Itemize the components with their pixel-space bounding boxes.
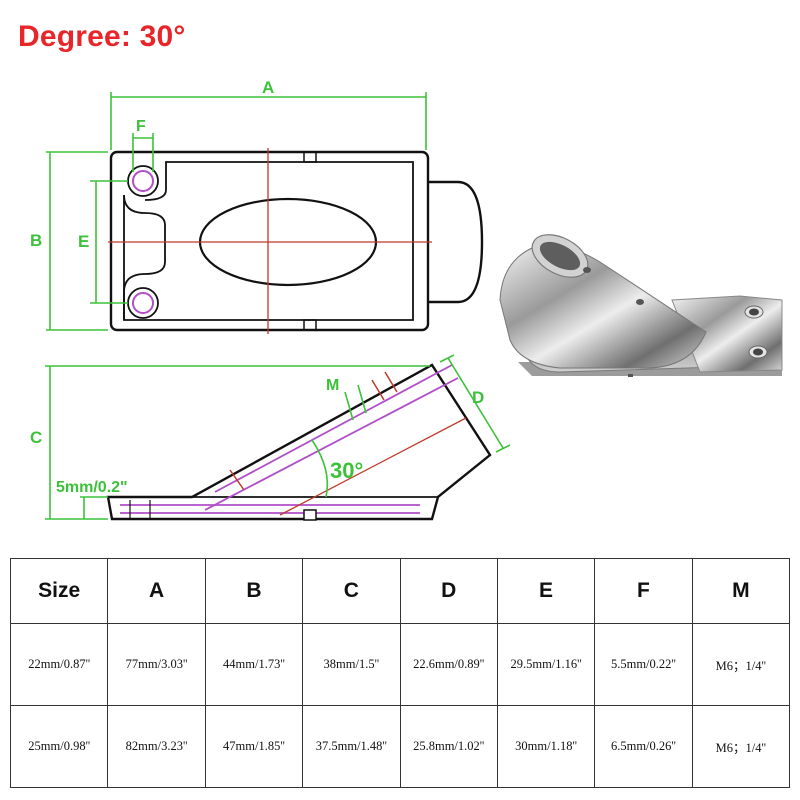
- product-photo: [499, 234, 783, 377]
- label-thickness: 5mm/0.2": [56, 479, 128, 496]
- label-d: D: [472, 388, 484, 407]
- header-b: B: [204, 558, 304, 624]
- cell-a: 77mm/3.03'': [107, 623, 206, 706]
- cell-e: 29.5mm/1.16'': [496, 623, 596, 706]
- label-f: F: [136, 118, 146, 135]
- header-c: C: [302, 558, 401, 624]
- cell-m: M6；1/4'': [691, 705, 791, 788]
- title-degree: Degree: 30°: [18, 20, 186, 53]
- header-size: Size: [9, 558, 109, 624]
- side-view: [106, 363, 492, 521]
- table-row: 22mm/0.87'' 77mm/3.03'' 44mm/1.73'' 38mm…: [9, 623, 791, 706]
- label-c: C: [30, 428, 42, 447]
- label-e: E: [78, 232, 89, 251]
- header-e: E: [496, 558, 596, 624]
- label-angle: 30°: [330, 458, 363, 483]
- cell-a: 82mm/3.23'': [107, 705, 206, 788]
- cell-d: 25.8mm/1.02'': [399, 705, 498, 788]
- cell-b: 47mm/1.85'': [204, 705, 304, 788]
- cell-d: 22.6mm/0.89'': [399, 623, 498, 706]
- cell-e: 30mm/1.18'': [496, 705, 596, 788]
- header-d: D: [399, 558, 498, 624]
- cell-b: 44mm/1.73'': [204, 623, 304, 706]
- label-a: A: [262, 78, 274, 97]
- dimension-lines-side: [45, 354, 511, 520]
- cell-c: 38mm/1.5'': [302, 623, 401, 706]
- cell-size: 22mm/0.87'': [9, 623, 109, 706]
- header-m: M: [691, 558, 791, 624]
- cell-c: 37.5mm/1.48'': [302, 705, 401, 788]
- cell-size: 25mm/0.98'': [9, 705, 109, 788]
- label-m: M: [326, 377, 339, 394]
- cell-f: 6.5mm/0.26'': [594, 705, 693, 788]
- header-a: A: [107, 558, 206, 624]
- label-b: B: [30, 231, 42, 250]
- dimension-lines-top: [46, 92, 427, 331]
- top-view: [108, 148, 484, 334]
- spec-table: Size A B C D E F M 22mm/0.87'' 77mm/3.03…: [9, 558, 791, 788]
- header-f: F: [594, 558, 693, 624]
- table-header-row: Size A B C D E F M: [9, 558, 791, 624]
- cell-m: M6；1/4'': [691, 623, 791, 706]
- table-row: 25mm/0.98'' 82mm/3.23'' 47mm/1.85'' 37.5…: [9, 705, 791, 788]
- technical-drawing: A B E F C D M 30° 5mm/0.2": [30, 78, 783, 521]
- cell-f: 5.5mm/0.22'': [594, 623, 693, 706]
